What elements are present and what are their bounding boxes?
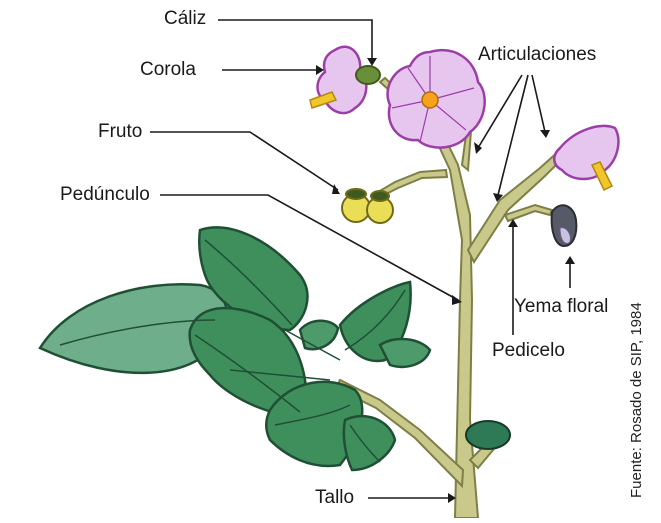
flower-right-corolla [554,126,618,179]
leader-articulaciones-2 [532,75,545,132]
right-branch [468,150,565,262]
label-yema-floral: Yema floral [514,296,608,318]
flower-open-center [422,92,438,108]
leader-fruto [150,132,338,190]
arrowhead-fruto [332,184,340,194]
calyx [356,66,380,84]
leaf-small-right [380,339,430,367]
fruit-calyx-1 [346,189,366,199]
label-pedunculo: Pedúnculo [60,184,150,206]
stem-node [466,421,510,449]
flower-open [388,50,485,147]
label-tallo: Tallo [315,487,354,509]
label-articulaciones: Articulaciones [478,44,596,66]
source-credit: Fuente: Rosado de SIP, 1984 [628,302,645,498]
flower-left [310,47,380,113]
fruit-cluster [342,189,393,223]
leaf-lower-right [344,416,395,470]
leaf-small-mid [300,321,338,349]
label-fruto: Fruto [98,121,142,143]
arrowhead-caliz [367,58,377,66]
arrowhead-yema [565,256,575,264]
label-caliz: Cáliz [164,8,206,30]
leader-articulaciones-3 [498,75,528,195]
label-corola: Corola [140,59,196,81]
flower-bud [552,205,577,246]
leaf-group [40,227,430,470]
fruit-calyx-2 [371,191,389,201]
arrowhead-art-2 [540,130,550,138]
flower-right [554,126,618,190]
label-pedicelo: Pedicelo [492,340,565,362]
